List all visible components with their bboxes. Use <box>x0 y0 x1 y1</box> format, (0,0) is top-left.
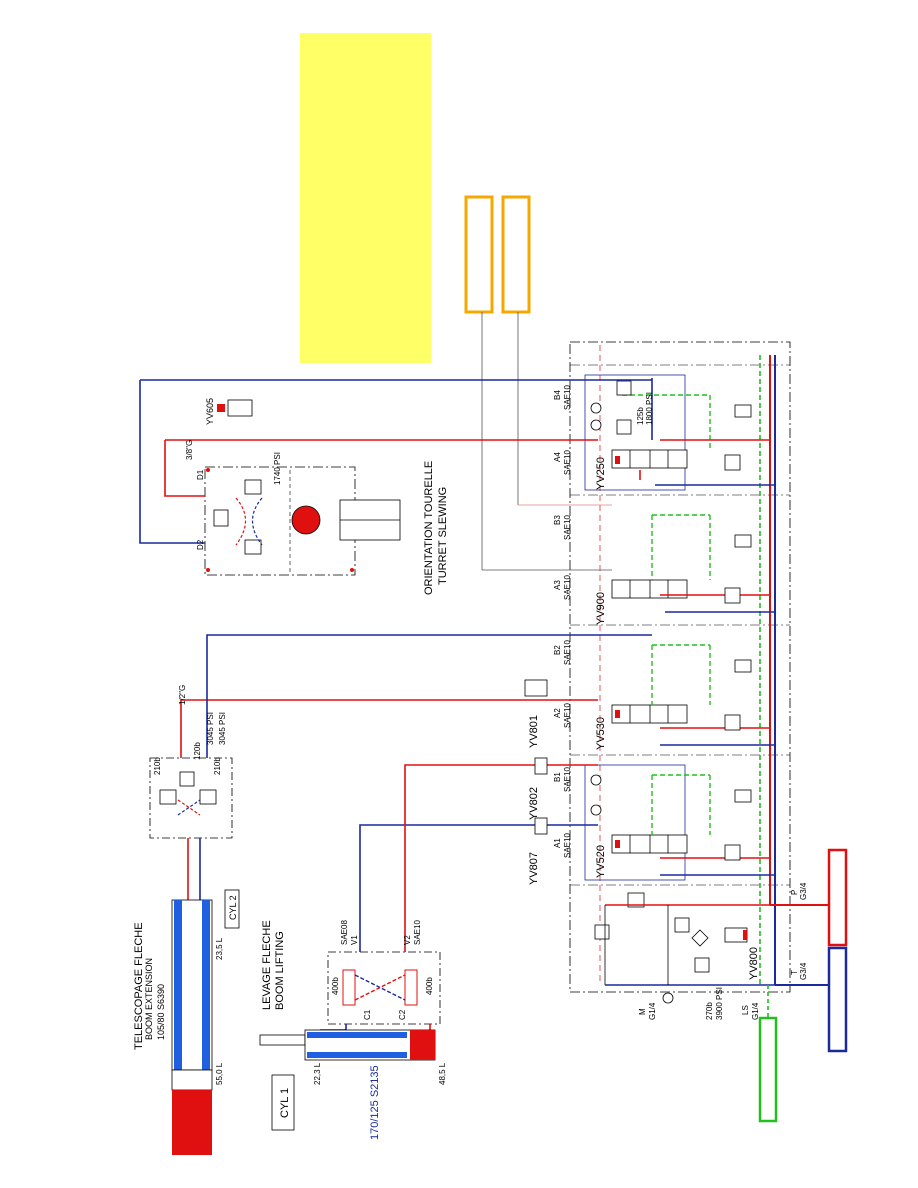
yv807-label: YV807 <box>528 852 540 885</box>
port-p-size: G3/4 <box>799 882 808 900</box>
bar-210-label: 210b <box>153 757 162 775</box>
port-b1: B1 <box>553 772 562 782</box>
port-a1: A1 <box>553 838 562 848</box>
port-t: T <box>790 970 799 975</box>
valve-section-yv530 <box>611 644 775 746</box>
g12-label: 1/2"G <box>178 685 187 705</box>
yv802-valve <box>534 757 548 775</box>
bar-125-label: 125b <box>636 407 645 425</box>
port-b2-sae: SAE10 <box>563 640 572 665</box>
boom-lift-title: LEVAGE FLECHE <box>261 920 273 1010</box>
yv530-label: YV530 <box>595 717 607 750</box>
inlet-section <box>594 892 775 1004</box>
yv900-label: YV900 <box>595 592 607 625</box>
c2-label: C2 <box>398 1009 407 1020</box>
port-b1-sae: SAE10 <box>563 767 572 792</box>
psi-3900-label: 3900 PSI <box>715 987 724 1020</box>
orange-box-right <box>501 195 531 314</box>
port-a2: A2 <box>553 708 562 718</box>
boom-lift-sub: BOOM LIFTING <box>274 931 286 1010</box>
port-ls-size: G1/4 <box>751 1002 760 1020</box>
boom-ext-sub: BOOM EXTENSION <box>144 958 154 1040</box>
yv801-label: YV801 <box>528 715 540 748</box>
v2-label: V2 <box>403 935 412 945</box>
pressure-port-bar <box>827 848 848 947</box>
psi-1740-label: 1740 PSI <box>273 452 282 485</box>
port-a4-sae: SAE10 <box>563 450 572 475</box>
port-p: P <box>790 890 799 895</box>
port-a4: A4 <box>553 452 562 462</box>
yv605-valve <box>227 399 253 417</box>
valve-section-yv250 <box>584 374 775 491</box>
d2-label: D2 <box>196 539 205 550</box>
port-a3: A3 <box>553 580 562 590</box>
yv801-valve <box>524 679 548 697</box>
bar-120-label: 120b <box>193 742 202 760</box>
port-a2-sae: SAE10 <box>563 703 572 728</box>
boom-extension-circuit <box>149 757 233 839</box>
boom-lift-size: 170/125 S2135 <box>369 1065 381 1140</box>
d1-label: D1 <box>196 469 205 480</box>
boom-lifting-circuit <box>327 951 441 1025</box>
psi-3045b-label: 3045 PSI <box>218 712 227 745</box>
yv250-label: YV250 <box>595 457 607 490</box>
valve-section-yv900 <box>611 514 775 613</box>
sae08-label: SAE08 <box>340 920 349 945</box>
port-a1-sae: SAE10 <box>563 833 572 858</box>
c1-label: C1 <box>363 1009 372 1020</box>
psi-3045-label: 3045 PSI <box>206 712 215 745</box>
yv520-label: YV520 <box>595 845 607 878</box>
yv802-label: YV802 <box>528 787 540 820</box>
turret-sub: TURRET SLEWING <box>437 487 449 585</box>
sae10-v2-label: SAE10 <box>413 920 422 945</box>
port-b2: B2 <box>553 645 562 655</box>
port-m-size: G1/4 <box>648 1002 657 1020</box>
orange-box-left <box>464 195 494 314</box>
bar-400-label: 400b <box>331 977 340 995</box>
port-b3-sae: SAE10 <box>563 515 572 540</box>
vol-23-label: 23,5 L <box>215 937 224 960</box>
bar-400b-label: 400b <box>425 977 434 995</box>
cyl1-label: CYL 1 <box>279 1088 291 1118</box>
ls-port-bar <box>758 1016 778 1123</box>
v1-label: V1 <box>350 935 359 945</box>
cylinder-2 <box>171 889 240 1155</box>
cyl2-label: CYL 2 <box>228 895 238 920</box>
yellow-note-box <box>300 33 431 363</box>
port-a3-sae: SAE10 <box>563 575 572 600</box>
port-b3: B3 <box>553 515 562 525</box>
port-m: M <box>638 1008 647 1015</box>
g38-label: 3/8"G <box>185 440 194 460</box>
turret-title: ORIENTATION TOURELLE <box>423 461 435 595</box>
vol-55-label: 55,0 L <box>215 1062 224 1085</box>
valve-section-yv520 <box>584 764 775 881</box>
yv807-valve <box>534 817 548 835</box>
yv605-label: YV605 <box>205 398 215 425</box>
vol-48-label: 48,5 L <box>438 1062 447 1085</box>
cylinder-1 <box>259 1029 436 1131</box>
port-ls: LS <box>741 1005 750 1015</box>
boom-ext-size: 105/80 S6390 <box>156 984 166 1040</box>
bar-270-label: 270b <box>705 1002 714 1020</box>
boom-ext-title: TELESCOPAGE FLECHE <box>133 922 145 1050</box>
vol-22-label: 22,3 L <box>313 1062 322 1085</box>
port-b4: B4 <box>553 390 562 400</box>
valve-block-outline <box>569 341 791 993</box>
psi-1800-label: 1800 PSI <box>645 392 654 425</box>
turret-slewing-circuit <box>204 466 401 576</box>
yv800-label: YV800 <box>748 947 760 980</box>
tank-port-bar <box>827 946 848 1053</box>
bar-210b-label: 210b <box>213 757 222 775</box>
port-b4-sae: SAE10 <box>563 385 572 410</box>
port-t-size: G3/4 <box>799 962 808 980</box>
